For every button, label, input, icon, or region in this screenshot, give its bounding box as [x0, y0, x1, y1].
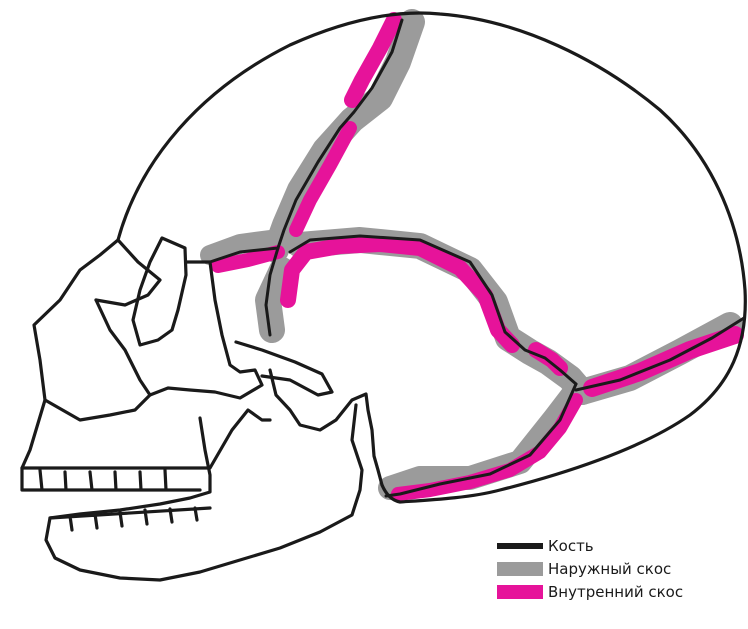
inner-bevel-layer: [218, 20, 735, 494]
zygomatic-arch: [236, 342, 332, 395]
legend: Кость Наружный скос Внутренний скос: [497, 534, 683, 603]
legend-label-inner-bevel: Внутренний скос: [548, 583, 683, 601]
legend-item-inner-bevel: Внутренний скос: [497, 580, 683, 603]
legend-label-bone: Кость: [548, 537, 594, 555]
zygomatic-plate: [133, 238, 186, 345]
lower-teeth: [50, 508, 210, 530]
outer-bevel-layer: [210, 22, 730, 488]
legend-item-bone: Кость: [497, 534, 683, 557]
legend-swatch-outer-bevel: [497, 562, 543, 576]
legend-swatch-inner-bevel: [497, 585, 543, 599]
legend-label-outer-bevel: Наружный скос: [548, 560, 671, 578]
orbit-rim: [150, 262, 262, 398]
legend-item-outer-bevel: Наружный скос: [497, 557, 683, 580]
mandible: [46, 405, 362, 580]
legend-swatch-bone: [497, 543, 543, 549]
styloid-region: [270, 370, 382, 485]
upper-teeth: [22, 468, 200, 490]
